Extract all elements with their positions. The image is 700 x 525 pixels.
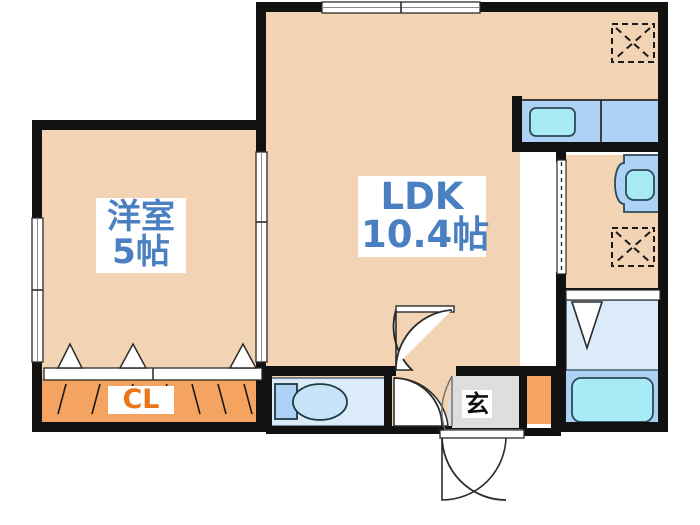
wall-genkan-right — [519, 376, 527, 436]
wall-bath-left — [556, 288, 566, 432]
room-label-ldk-size: 10.4帖 — [361, 212, 490, 256]
window-north — [321, 1, 481, 14]
storage-boxes — [611, 23, 655, 267]
genkan-hagari — [441, 375, 453, 431]
door-washroom[interactable] — [393, 377, 449, 427]
room-label-bedroom-size: 5帖 — [112, 231, 170, 272]
wall-bedroom-top — [32, 120, 266, 130]
genkan-step — [445, 376, 523, 431]
closet-group — [43, 342, 263, 415]
wall-toilet-left — [266, 366, 272, 432]
wall-ldk-left-upper — [256, 2, 266, 130]
wall-shoebox-right — [551, 366, 561, 432]
wall-kitchen-bottom — [512, 142, 660, 152]
wall-entry-step — [519, 428, 561, 436]
wall-right-outer — [658, 2, 668, 432]
wall-ldk-washroom-lower — [556, 272, 566, 296]
door-ldk-hall[interactable] — [392, 305, 455, 371]
washbasin-bowl — [625, 169, 655, 201]
wall-bath-bottom — [556, 422, 668, 432]
storage-upper-right — [611, 23, 655, 63]
sliding-door-ldk-washroom[interactable] — [556, 159, 567, 275]
wall-toilet-right — [384, 376, 392, 432]
window-west-bedroom — [31, 217, 44, 363]
water-areas — [267, 99, 661, 429]
closet-folding-indicators — [56, 342, 258, 369]
room-label-bedroom-name: 洋室 — [107, 197, 175, 237]
room-label-bedroom: 洋室 5帖 — [96, 197, 186, 274]
room-label-genkan: 玄 — [462, 390, 492, 418]
room-label-closet: CL — [108, 386, 174, 414]
storage-washroom — [611, 227, 655, 267]
wall-ldk-bottom-left — [266, 366, 396, 376]
ldk-floor-right-top — [520, 10, 660, 100]
openings — [31, 1, 661, 501]
kitchen-sink — [529, 107, 576, 137]
toilet-bowl — [292, 383, 348, 421]
door-entrance[interactable] — [439, 429, 525, 501]
wall-ldk-bottom-right — [456, 366, 556, 376]
wall-toilet-bottom — [266, 426, 392, 434]
bathtub — [571, 377, 654, 423]
wall-bedroom-ldk-lower — [256, 360, 266, 428]
room-label-ldk: LDK 10.4帖 — [358, 175, 490, 258]
wall-kitchen-left — [512, 96, 522, 150]
wall-bedroom-bottom — [32, 422, 268, 432]
room-label-ldk-name: LDK — [380, 175, 464, 218]
wall-kitchen-top-stub — [512, 96, 522, 106]
wall-hall-bottom-left — [386, 426, 452, 434]
sliding-door-bedroom-ldk[interactable] — [255, 151, 268, 363]
wall-bedroom-ldk-upper — [256, 130, 266, 152]
door-bath[interactable] — [565, 289, 661, 351]
wall-ldk-washroom — [556, 152, 566, 162]
